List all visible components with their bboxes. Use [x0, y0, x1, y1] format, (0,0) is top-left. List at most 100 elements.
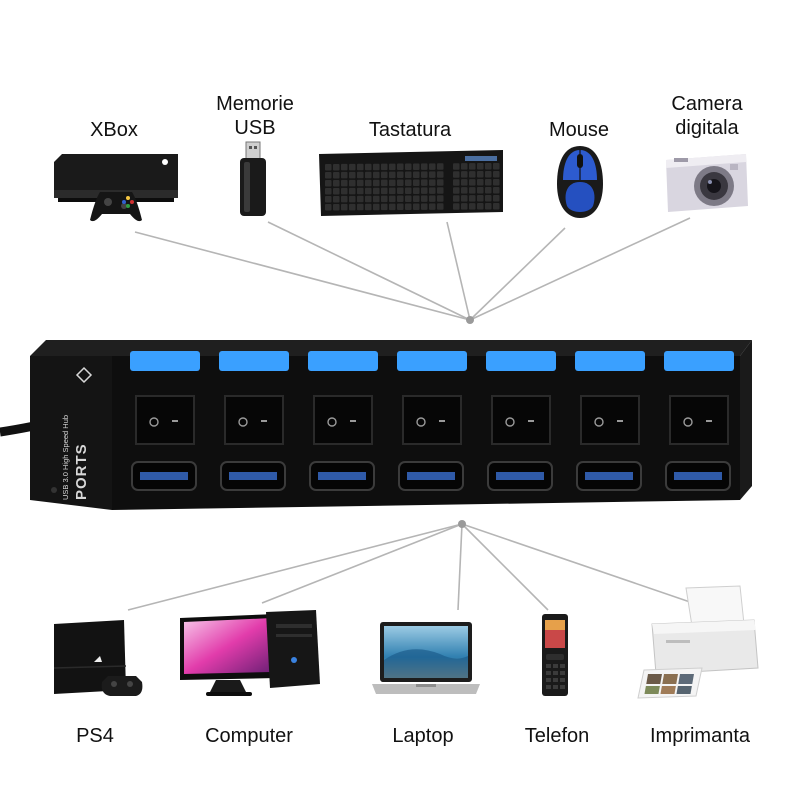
keyboard-key [437, 179, 444, 186]
line-ps4 [127, 523, 463, 611]
label-phone: Telefon [524, 725, 590, 747]
line-mouse [469, 227, 566, 321]
keyboard-key [493, 170, 500, 178]
keyboard-key [429, 171, 436, 178]
keyboard-key [333, 171, 340, 179]
label-keyboard: Tastatura [368, 119, 452, 141]
hub-bottom-node [458, 520, 466, 528]
keyboard-key [357, 179, 364, 187]
keyboard-key [461, 195, 468, 202]
xbox-console-icon [54, 154, 178, 222]
label-ps4: PS4 [76, 725, 114, 747]
line-camera [469, 217, 691, 321]
keyboard-key [389, 203, 396, 211]
label-computer: Computer [205, 725, 293, 747]
phone-icon [542, 614, 568, 696]
ps4-console-icon [53, 620, 143, 696]
keyboard-key [469, 179, 476, 186]
keyboard-key [389, 163, 396, 171]
keyboard-key [325, 180, 332, 187]
keyboard-key [461, 171, 468, 178]
keyboard-key [365, 203, 372, 211]
keyboard-key [349, 187, 356, 195]
label-printer: Imprimanta [649, 725, 751, 747]
keyboard-key [405, 195, 412, 202]
keyboard-key [421, 171, 428, 178]
keyboard-key [365, 171, 372, 179]
keyboard-key [405, 187, 412, 194]
keyboard-key [413, 195, 420, 202]
keyboard-key [413, 187, 420, 194]
line-usb [267, 221, 471, 321]
laptop-icon [372, 622, 480, 694]
keyboard-key [341, 171, 348, 179]
keyboard-key [397, 179, 404, 187]
keyboard-key [437, 171, 444, 178]
keyboard-key [405, 163, 412, 170]
keyboard-key [429, 179, 436, 186]
keyboard-key [389, 187, 396, 195]
keyboard-key [325, 172, 332, 179]
keyboard-key [469, 203, 476, 210]
keyboard-key [325, 188, 332, 195]
keyboard-key [389, 195, 396, 203]
keyboard-key [493, 162, 500, 170]
keyboard-key [389, 179, 396, 187]
keyboard-key [381, 179, 388, 187]
label-laptop: Laptop [392, 725, 454, 747]
keyboard-key [413, 203, 420, 210]
keyboard-key [485, 195, 492, 202]
keyboard-key [381, 195, 388, 203]
keyboard-key [421, 187, 428, 194]
keyboard-key [381, 203, 388, 211]
keyboard-key [373, 171, 380, 179]
keyboard-key [397, 195, 404, 203]
keyboard-key [493, 202, 500, 210]
keyboard-key [429, 203, 436, 210]
keyboard-key [349, 171, 356, 179]
keyboard-key [429, 163, 436, 170]
keyboard-key [341, 163, 348, 171]
keyboard-key [325, 204, 332, 211]
keyboard-key [405, 203, 412, 210]
keyboard-key [373, 203, 380, 211]
keyboard-key [373, 163, 380, 171]
keyboard-key [333, 163, 340, 171]
printer-icon [637, 585, 759, 699]
keyboard-key [437, 203, 444, 210]
keyboard-key [421, 163, 428, 170]
keyboard-key [469, 171, 476, 178]
usb-drive-icon [240, 141, 266, 216]
keyboard-key [429, 187, 436, 194]
keyboard-key [413, 163, 420, 170]
keyboard-key [485, 187, 492, 194]
hub-top-node [466, 316, 474, 324]
line-printer [461, 523, 691, 603]
keyboard-key [485, 203, 492, 210]
keyboard-key [333, 203, 340, 211]
keyboard-key [325, 196, 332, 203]
label-xbox: XBox [90, 119, 138, 141]
line-keyboard [446, 221, 471, 321]
keyboard-key [365, 179, 372, 187]
keyboard-key [429, 195, 436, 202]
keyboard-key [349, 163, 356, 171]
camera-icon [666, 154, 748, 212]
keyboard-key [357, 187, 364, 195]
keyboard-key [333, 187, 340, 195]
keyboard-key [341, 187, 348, 195]
keyboard-key [365, 195, 372, 203]
keyboard-key [357, 163, 364, 171]
keyboard-key [477, 171, 484, 178]
keyboard-key [493, 186, 500, 194]
keyboard-key [437, 195, 444, 202]
label-mouse: Mouse [548, 119, 610, 141]
keyboard-key [469, 163, 476, 170]
keyboard-key [485, 163, 492, 170]
keyboard-key [397, 203, 404, 211]
keyboard-key [349, 179, 356, 187]
keyboard-key [453, 171, 460, 178]
line-laptop [457, 523, 463, 611]
desktop-computer-icon [180, 610, 320, 696]
